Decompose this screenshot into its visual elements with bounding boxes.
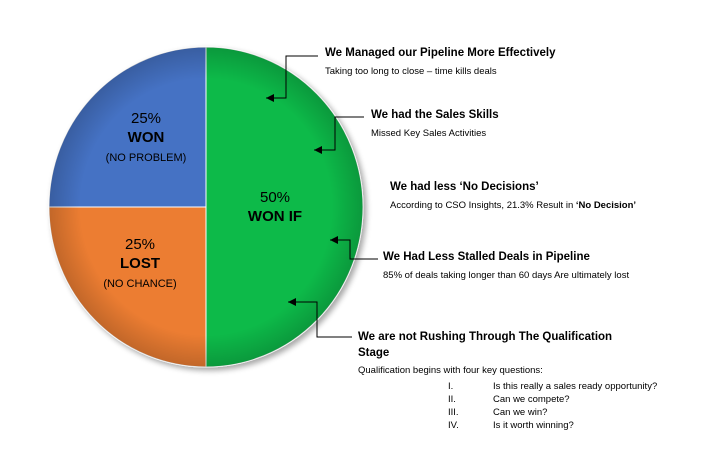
annotation-skills: We had the Sales Skills Missed Key Sales…	[371, 108, 671, 139]
annotation-desc-bold: ‘No Decision’	[575, 199, 637, 211]
question-text: Can we win?	[493, 407, 548, 418]
question-row: II. Can we compete?	[445, 393, 657, 406]
annotation-desc: Qualification begins with four key quest…	[358, 365, 543, 377]
annotation-title: We Managed our Pipeline More Effectively	[325, 47, 556, 59]
callout-arrow-head	[314, 146, 322, 154]
question-text: Can we compete?	[493, 394, 570, 405]
annotation-desc: Missed Key Sales Activities	[371, 127, 487, 139]
annotation-title: We Had Less Stalled Deals in Pipeline	[383, 251, 590, 263]
question-text: Is it worth winning?	[493, 420, 574, 431]
slice-percent-won-if: 50%	[259, 189, 291, 206]
annotation-desc: Taking too long to close – time kills de…	[325, 65, 497, 77]
callout-arrow-line	[266, 55, 318, 99]
callout-arrow-head	[266, 94, 274, 102]
annotation-desc: 85% of deals taking longer than 60 days …	[383, 269, 630, 281]
annotation-stalled-deals: We Had Less Stalled Deals in Pipeline 85…	[383, 250, 693, 281]
callout-arrow-head	[288, 298, 296, 306]
annotation-qualification: We are not Rushing Through The Qualifica…	[358, 330, 628, 376]
slice-name-won-if: WON IF	[247, 207, 303, 225]
slice-label-won-if: 50% WON IF	[225, 189, 325, 227]
slice-sublabel-won: (NO PROBLEM)	[105, 151, 187, 164]
slice-percent-lost: 25%	[124, 236, 156, 253]
callout-arrow-line	[314, 116, 364, 151]
slice-label-won: 25% WON (NO PROBLEM)	[96, 110, 196, 165]
question-number: III.	[448, 407, 459, 418]
slice-name-won: WON	[127, 128, 165, 146]
annotation-title: We had less ‘No Decisions’	[390, 181, 539, 193]
qualification-questions: I. Is this really a sales ready opportun…	[445, 380, 657, 432]
callout-arrow-line	[330, 239, 378, 260]
question-text: Is this really a sales ready opportunity…	[493, 381, 658, 392]
question-number: II.	[448, 394, 456, 405]
callout-arrow-head	[330, 236, 338, 244]
annotation-title: We had the Sales Skills	[371, 109, 499, 121]
slice-label-lost: 25% LOST (NO CHANCE)	[90, 236, 190, 291]
annotation-desc: According to CSO Insights, 21.3% Result …	[390, 200, 690, 211]
annotation-no-decisions: We had less ‘No Decisions’ According to …	[390, 180, 690, 211]
annotation-pipeline: We Managed our Pipeline More Effectively…	[325, 46, 625, 77]
question-row: III. Can we win?	[445, 406, 657, 419]
question-number: IV.	[448, 420, 459, 431]
slice-sublabel-lost: (NO CHANCE)	[103, 277, 177, 290]
question-row: I. Is this really a sales ready opportun…	[445, 380, 657, 393]
annotation-desc-text: According to CSO Insights, 21.3% Result …	[390, 199, 576, 211]
slice-name-lost: LOST	[120, 254, 160, 272]
question-number: I.	[448, 381, 454, 392]
callout-arrow-line	[288, 301, 352, 338]
question-row: IV. Is it worth winning?	[445, 419, 657, 432]
annotation-title: We are not Rushing Through The Qualifica…	[358, 331, 613, 359]
slice-percent-won: 25%	[130, 110, 162, 127]
